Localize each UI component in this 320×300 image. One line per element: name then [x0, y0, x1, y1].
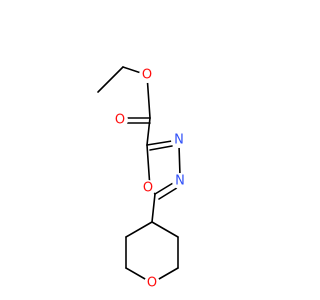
atom-symbol: O	[147, 276, 157, 291]
atom-ring-oxygen: O	[140, 180, 156, 196]
bond-layer	[97, 66, 181, 284]
atom-symbol: O	[115, 113, 125, 128]
atom-nitrogen-3: N	[171, 132, 187, 148]
bond-methyl-methylene	[97, 66, 124, 93]
bond-c5-thp-c4	[151, 193, 156, 223]
atom-layer: O O N N O O	[112, 67, 188, 291]
molecule-structure-diagram: O O N N O O	[97, 66, 188, 291]
bond-n3-n4	[178, 144, 181, 177]
bond-c2-n3-double-b	[149, 145, 173, 151]
atom-tetrahydropyran-oxygen: O	[144, 275, 160, 291]
atom-symbol: N	[174, 133, 184, 148]
bond-carbonyl-carbon-ring-c2	[146, 117, 151, 146]
atom-nitrogen-4: N	[172, 173, 188, 189]
bond-c2-n3-double-a	[146, 140, 173, 146]
atom-symbol: N	[175, 174, 185, 189]
bond-thp-c5-c4	[151, 221, 179, 238]
atom-carbonyl-oxygen: O	[112, 112, 128, 128]
bond-thp-c4-c3	[125, 221, 153, 238]
atom-symbol: O	[143, 181, 153, 196]
atom-ester-oxygen: O	[139, 67, 155, 83]
atom-symbol: O	[142, 68, 152, 83]
